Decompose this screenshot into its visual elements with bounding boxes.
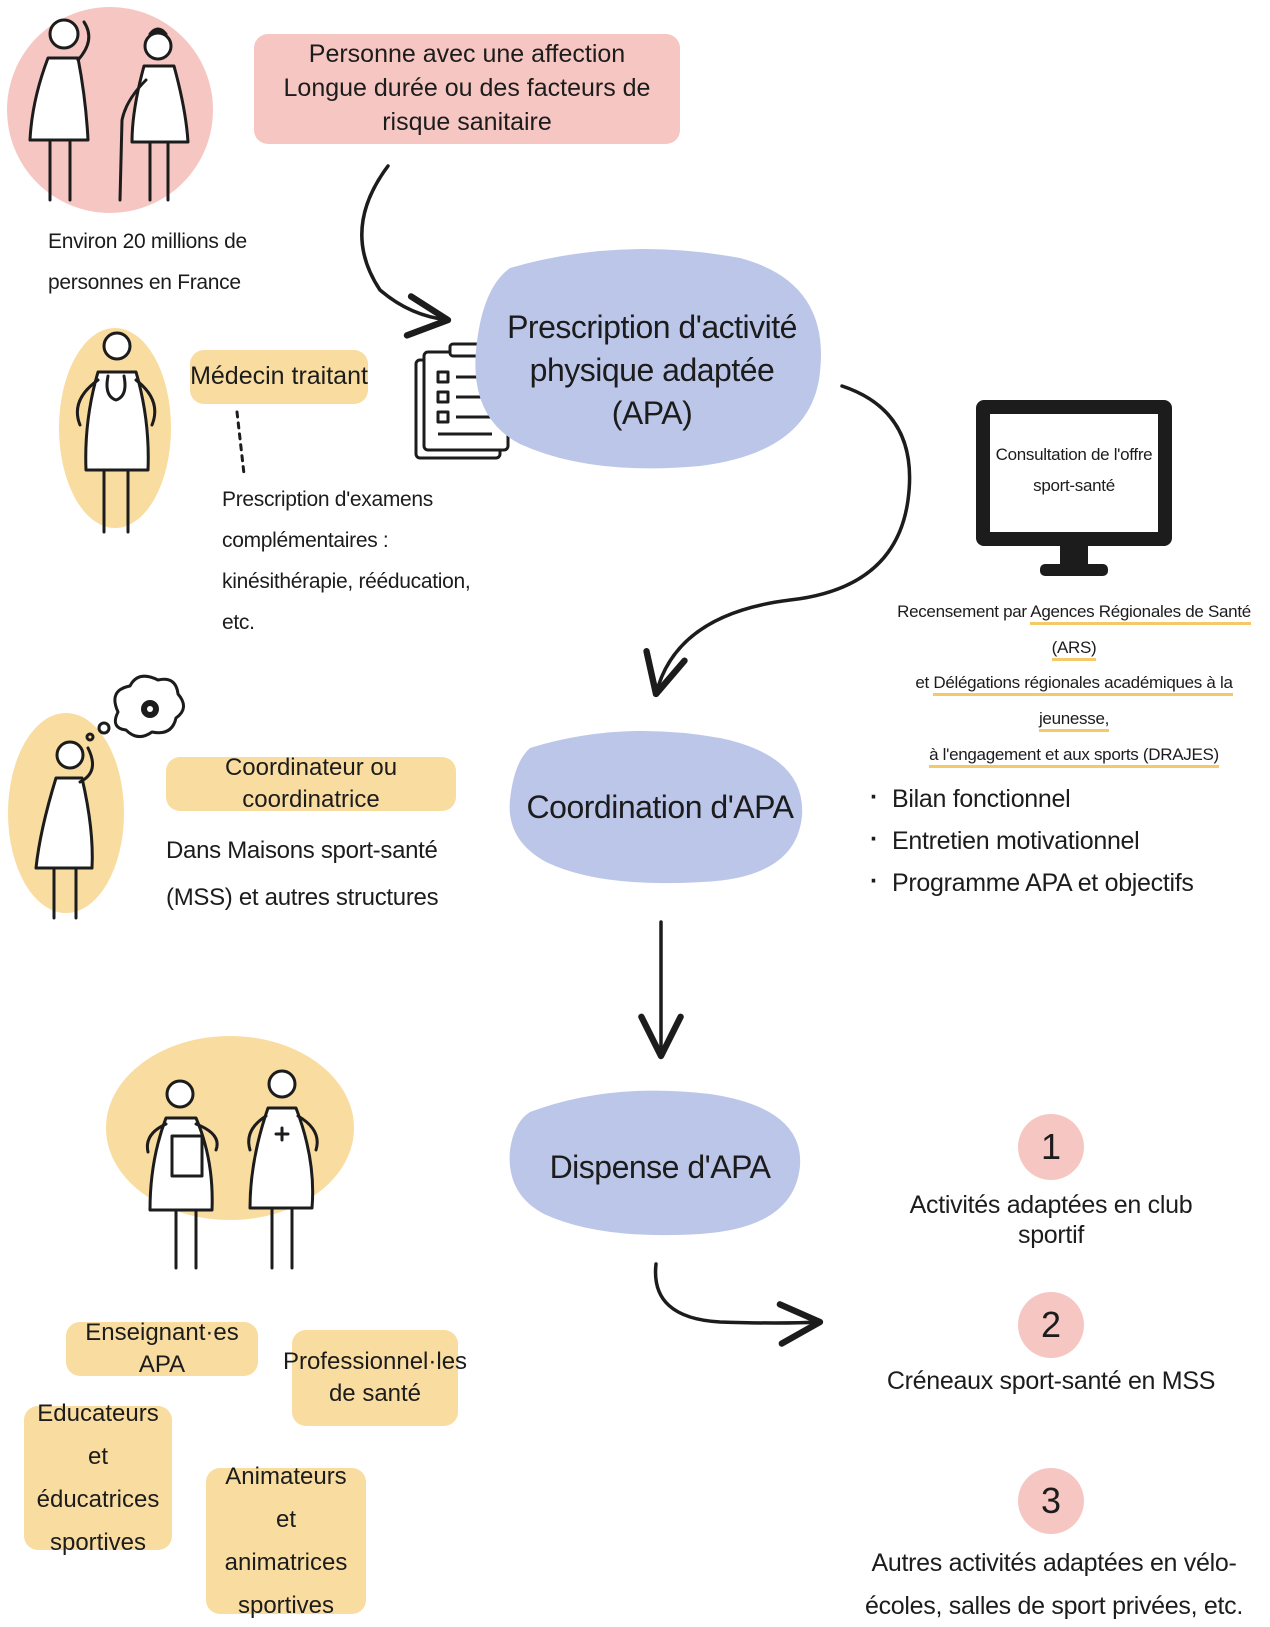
census-drajes-line1: Délégations régionales académiques à la … (933, 673, 1233, 733)
coordination-item: Bilan fonctionnel (866, 782, 1226, 814)
monitor-screen-text: Consultation de l'offre sport-santé (995, 445, 1153, 495)
census-drajes-line2: à l'engagement et aux sports (DRAJES) (929, 744, 1219, 768)
arrow-dispense-to-options (653, 1262, 824, 1347)
coordination-step-label: Coordination d'APA (526, 789, 794, 825)
doctor-note: Prescription d'examens complémentaires :… (222, 488, 471, 634)
coordinator-note: Dans Maisons sport-santé (MSS) et autres… (166, 837, 439, 911)
option-3-label: Autres activités adaptées en vélo-écoles… (865, 1549, 1243, 1620)
option-3-number: 3 (1018, 1468, 1084, 1534)
arrow-population-to-prescription (360, 164, 452, 339)
coordinator-label: Coordinateur ou coordinatrice (166, 754, 456, 813)
coordinator-figure-icon (8, 674, 185, 920)
coordination-items-list: Bilan fonctionnel Entretien motivationne… (866, 782, 1226, 910)
population-caption: Environ 20 millions de personnes en Fran… (48, 230, 247, 294)
prescription-step-label: Prescription d'activité physique adaptée… (507, 309, 797, 432)
doctor-label: Médecin traitant (190, 350, 368, 404)
census-and: et (915, 673, 929, 693)
provider-health-professionals: Professionnel·les de santé (283, 1330, 467, 1426)
coordination-item: Entretien motivationnel (866, 824, 1226, 856)
coordination-step-blob (509, 730, 803, 884)
doctor-figure-icon (59, 328, 171, 534)
provider-teachers: Enseignant·es APA (66, 1319, 258, 1378)
provider-educators: Educateurs et éducatrices sportives (24, 1400, 172, 1556)
provider-animators: Animateurs et animatrices sportives (206, 1463, 366, 1619)
coordination-item: Programme APA et objectifs (866, 866, 1226, 898)
option-1-number: 1 (1018, 1114, 1084, 1180)
option-2-number: 2 (1018, 1292, 1084, 1358)
census-prefix: Recensement par (897, 602, 1027, 621)
dotted-link-doctor-note (235, 410, 246, 476)
dispense-step-blob (509, 1090, 801, 1236)
monitor-icon (976, 400, 1172, 576)
arrow-prescription-to-coordination (643, 384, 912, 698)
census-text: Recensement par Agences Régionales de Sa… (888, 594, 1260, 772)
dispense-step-label: Dispense d'APA (549, 1149, 771, 1185)
option-2-label: Créneaux sport-santé en MSS (886, 1367, 1216, 1395)
option-1-label: Activités adaptées en club sportif (909, 1191, 1193, 1249)
population-figures-icon (7, 7, 213, 213)
census-ars: Agences Régionales de Santé (ARS) (1030, 602, 1251, 661)
population-box: Personne avec une affection Longue durée… (254, 34, 680, 144)
prescription-step-blob (475, 249, 821, 469)
providers-figures-icon (106, 1036, 354, 1270)
